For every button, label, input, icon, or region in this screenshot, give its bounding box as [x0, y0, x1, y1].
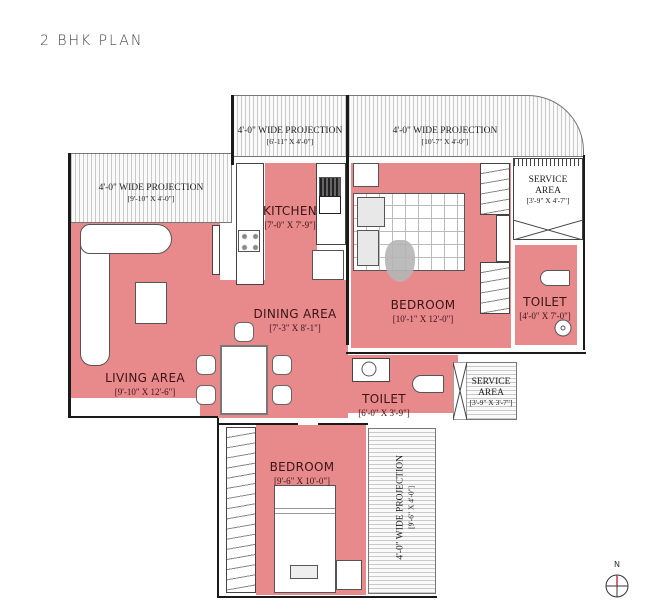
- wall-kitchen-left: [231, 95, 234, 165]
- room-name-line2: AREA: [535, 185, 561, 196]
- projection-dims: [9'-6" X 4'-0"]: [406, 485, 416, 529]
- wall-bedroom2-bottom: [217, 596, 437, 598]
- wall-bedroom-right: [583, 155, 585, 350]
- service-area-top-opening-icon: [513, 220, 583, 240]
- kitchen-counter-left: [236, 163, 264, 285]
- bedroom2-projection: [368, 428, 436, 594]
- dining-chair-icon: [272, 385, 292, 405]
- compass-icon: [605, 574, 629, 598]
- projection-name: 4'-0" WIDE PROJECTION: [395, 455, 406, 560]
- kitchen-label: KITCHEN [7'-0" X 7'-9"]: [242, 203, 338, 230]
- room-dims: [7'-0" X 7'-9"]: [264, 220, 316, 230]
- side-table-icon: [336, 560, 362, 590]
- bedroom2-projection-label: 4'-0" WIDE PROJECTION [9'-6" X 4'-0"]: [391, 442, 416, 572]
- wardrobe-divider: [496, 215, 510, 262]
- projection-name: 4'-0" WIDE PROJECTION: [237, 126, 343, 136]
- room-dims: [9'-6" X 10'-0"]: [273, 476, 331, 486]
- wash-basin-icon: [554, 319, 572, 337]
- wall-bedroom2-left: [217, 418, 219, 598]
- dining-table-icon: [220, 345, 268, 415]
- room-name: SERVICE: [471, 377, 511, 387]
- service-area-mid-opening-icon: [453, 362, 467, 420]
- room-name: BEDROOM: [269, 460, 335, 474]
- wc-icon: [412, 375, 444, 393]
- room-dims: [7'-3" X 8'-1"]: [269, 323, 321, 333]
- living-projection: [70, 153, 232, 223]
- room-dims: [3'-9" X 4'-7"]: [526, 195, 570, 205]
- pillow-icon: [357, 230, 379, 266]
- north-compass: N: [603, 560, 635, 604]
- person-figure-icon: [385, 240, 415, 282]
- room-name: TOILET: [362, 392, 406, 406]
- wall-bedroom2-top-right: [318, 423, 368, 425]
- wc-icon: [540, 270, 570, 286]
- room-name: BEDROOM: [390, 298, 456, 312]
- room-dims: [9'-10" X 12'-6"]: [114, 387, 176, 397]
- room-name: LIVING AREA: [105, 371, 185, 385]
- living-cabinet: [212, 225, 220, 275]
- projection-name: 4'-0" WIDE PROJECTION: [392, 126, 498, 136]
- attached-toilet-label: TOILET [4'-0" X 7'-0"]: [514, 294, 576, 321]
- fridge-icon: [312, 250, 344, 280]
- service-area-top: [513, 158, 583, 240]
- living-projection-label: 4'-0" WIDE PROJECTION [9'-10" X 4'-0"]: [70, 178, 232, 203]
- sink-basin-icon: [319, 196, 341, 214]
- sofa-arm-icon: [80, 224, 172, 254]
- wardrobe-bedroom2: [226, 427, 256, 593]
- coffee-table-icon: [135, 282, 167, 324]
- wall-toilet-common-top: [346, 352, 586, 354]
- room-dims: [4'-0" X 7'-0"]: [519, 311, 571, 321]
- room-name-line2: AREA: [478, 387, 504, 398]
- room-dims: [10'-1" X 12'-0"]: [392, 314, 454, 324]
- wall-living-left: [68, 153, 71, 418]
- room-name: SERVICE: [528, 175, 568, 185]
- kitchen: [265, 163, 317, 283]
- room-dims: [3'-9" X 3'-7"]: [469, 397, 513, 407]
- wardrobe-bottom: [480, 262, 510, 314]
- service-area-mid-label: SERVICE AREA [3'-9" X 3'-7"]: [465, 372, 517, 407]
- compass-north-label: N: [614, 560, 620, 569]
- dining-chair-icon: [196, 355, 216, 375]
- room-dims: [6'-0" X 3'-9"]: [358, 408, 410, 418]
- dining-chair-icon: [196, 385, 216, 405]
- side-table-icon: [353, 163, 379, 187]
- projection-dims: [10'-7" X 4'-0"]: [421, 136, 469, 146]
- room-name: DINING AREA: [253, 307, 337, 321]
- bedroom-projection-label: 4'-0" WIDE PROJECTION [10'-7" X 4'-0"]: [380, 121, 510, 146]
- wash-basin-icon: [361, 361, 377, 377]
- living-area-label: LIVING AREA [9'-10" X 12'-6"]: [90, 370, 200, 397]
- wall-kitchen-right: [346, 95, 349, 345]
- plan-title: 2 BHK PLAN: [40, 33, 144, 49]
- bedroom2-label: BEDROOM [9'-6" X 10'-0"]: [254, 459, 350, 486]
- room-name: KITCHEN: [262, 204, 318, 218]
- wall-living-bottom: [68, 416, 218, 418]
- pillow-icon: [290, 565, 318, 579]
- kitchen-projection-label: 4'-0" WIDE PROJECTION [6'-11" X 4'-0"]: [232, 121, 348, 146]
- service-area-top-label: SERVICE AREA [3'-9" X 4'-7"]: [513, 170, 583, 205]
- dining-area-label: DINING AREA [7'-3" X 8'-1"]: [245, 306, 345, 333]
- projection-dims: [9'-10" X 4'-0"]: [127, 193, 175, 203]
- bedroom-projection: [348, 95, 584, 157]
- stove-icon: [238, 230, 260, 252]
- service-area-top-grille: [514, 158, 582, 166]
- projection-name: 4'-0" WIDE PROJECTION: [98, 183, 204, 193]
- dining-chair-icon: [272, 355, 292, 375]
- projection-dims: [6'-11" X 4'-0"]: [266, 136, 314, 146]
- dining-chair-icon: [234, 322, 254, 342]
- room-name: TOILET: [523, 295, 567, 309]
- wardrobe-top: [480, 163, 510, 215]
- master-bedroom-label: BEDROOM [10'-1" X 12'-0"]: [368, 297, 478, 324]
- wall-bedroom2-top: [218, 423, 298, 425]
- pillow-icon: [357, 197, 385, 227]
- common-toilet-label: TOILET [6'-0" X 3'-9"]: [354, 391, 414, 418]
